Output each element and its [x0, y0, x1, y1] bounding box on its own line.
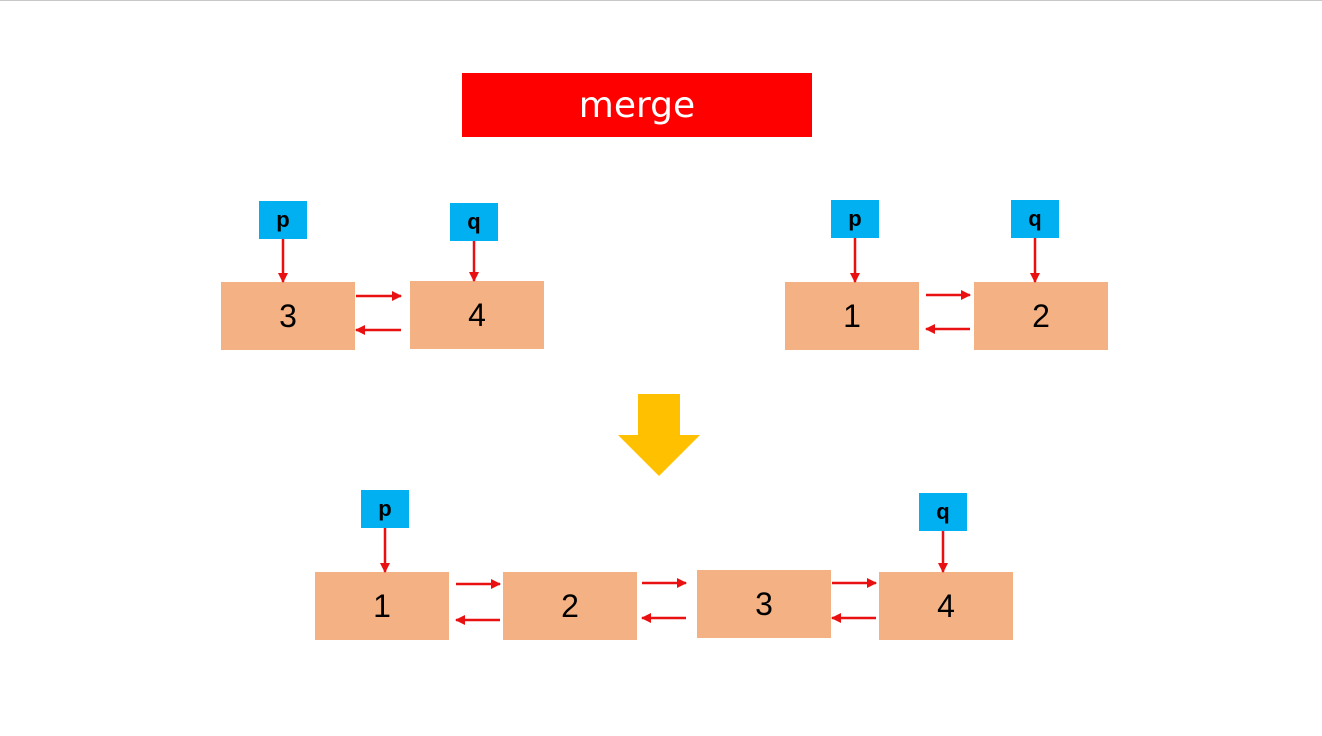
node-merged-2: 2 — [503, 572, 637, 640]
node-left-second: 4 — [410, 281, 544, 349]
merge-title: merge — [462, 73, 812, 137]
node-right-second: 2 — [974, 282, 1108, 350]
top-border — [0, 0, 1322, 1]
node-merged-3: 3 — [697, 570, 831, 638]
node-merged-4: 4 — [879, 572, 1013, 640]
pointer-q-merged: q — [919, 493, 967, 531]
node-left-first: 3 — [221, 282, 355, 350]
pointer-p-right: p — [831, 200, 879, 238]
node-merged-1: 1 — [315, 572, 449, 640]
pointer-q-left: q — [450, 203, 498, 241]
merge-down-arrow — [618, 394, 700, 476]
pointer-p-left: p — [259, 201, 307, 239]
node-right-first: 1 — [785, 282, 919, 350]
pointer-p-merged: p — [361, 490, 409, 528]
pointer-q-right: q — [1011, 200, 1059, 238]
